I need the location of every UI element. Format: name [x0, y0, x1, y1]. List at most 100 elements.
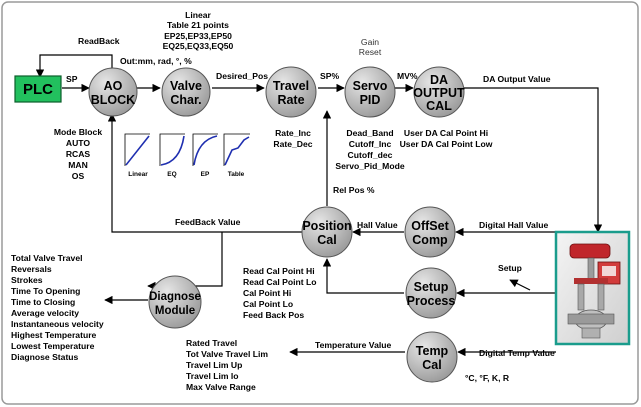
label-readback: ReadBack	[78, 36, 120, 46]
ao-block-line1: AO	[104, 79, 123, 93]
offset-comp-node: OffSet Comp	[404, 206, 456, 258]
setup-process-node: Setup Process	[405, 267, 457, 319]
label-da-cal-params: User DA Cal Point Hi User DA Cal Point L…	[400, 128, 493, 149]
curve-eq-icon: EQ	[159, 133, 185, 178]
da-line1: DA	[430, 73, 448, 87]
label-sp-pct: SP%	[320, 71, 339, 81]
svg-text:Reversals: Reversals	[11, 264, 52, 274]
svg-text:Mode Block: Mode Block	[54, 127, 102, 137]
svg-text:Linear: Linear	[185, 10, 211, 20]
label-feedback-value: FeedBack Value	[175, 217, 241, 227]
label-rated-params: Rated Travel Tot Valve Travel Lim Travel…	[186, 338, 268, 392]
svg-text:Rate_Dec: Rate_Dec	[273, 139, 312, 149]
svg-text:Strokes: Strokes	[11, 275, 43, 285]
svg-text:Diagnose Status: Diagnose Status	[11, 352, 79, 362]
valve-char-node: Valve Char.	[161, 67, 211, 117]
ao-block-node: AO BLOCK	[88, 67, 138, 117]
travel-rate-line2: Rate	[277, 93, 304, 107]
svg-text:Rate_Inc: Rate_Inc	[275, 128, 311, 138]
da-output-cal-node: DA OUTPUT CAL	[413, 66, 465, 118]
svg-text:Time to Closing: Time to Closing	[11, 297, 75, 307]
svg-text:Total Valve Travel: Total Valve Travel	[11, 253, 83, 263]
valve-char-line1: Valve	[170, 79, 202, 93]
label-sp: SP	[66, 74, 78, 84]
svg-text:Tot Valve Travel Lim: Tot Valve Travel Lim	[186, 349, 268, 359]
svg-text:Feed Back Pos: Feed Back Pos	[243, 310, 304, 320]
travel-rate-node: Travel Rate	[265, 66, 317, 118]
curve-table-icon: Table	[223, 133, 250, 178]
svg-text:Cutoff_dec: Cutoff_dec	[348, 150, 393, 160]
plc-node: PLC	[14, 75, 62, 103]
label-mv-pct: MV%	[397, 71, 418, 81]
curve-eq-label: EQ	[167, 171, 176, 178]
svg-text:AUTO: AUTO	[66, 138, 91, 148]
label-gain-reset: Gain Reset	[359, 37, 382, 57]
svg-text:Read Cal Point Lo: Read Cal Point Lo	[243, 277, 317, 287]
position-cal-node: Position Cal	[301, 206, 353, 258]
label-digital-hall-value: Digital Hall Value	[479, 220, 548, 230]
ao-block-line2: BLOCK	[91, 93, 135, 107]
setup-process-line1: Setup	[414, 280, 449, 294]
da-line3: CAL	[426, 99, 452, 113]
position-cal-line1: Position	[302, 219, 351, 233]
label-cal-points: Read Cal Point Hi Read Cal Point Lo Cal …	[243, 266, 317, 320]
travel-rate-line1: Travel	[273, 79, 309, 93]
svg-text:EQ25,EQ33,EQ50: EQ25,EQ33,EQ50	[163, 41, 234, 51]
label-digital-temp-value: Digital Temp Value	[479, 348, 555, 358]
valve-char-line2: Char.	[170, 93, 201, 107]
svg-text:Lowest Temperature: Lowest Temperature	[11, 341, 95, 351]
svg-text:OS: OS	[72, 171, 85, 181]
temp-cal-line2: Cal	[422, 358, 441, 372]
label-temperature-value: Temperature Value	[315, 340, 391, 350]
svg-text:Highest Temperature: Highest Temperature	[11, 330, 97, 340]
svg-text:RCAS: RCAS	[66, 149, 91, 159]
svg-text:MAN: MAN	[68, 160, 88, 170]
curve-ep-icon: EP	[192, 133, 218, 178]
temp-cal-line1: Temp	[416, 344, 449, 358]
svg-text:Table 21 points: Table 21 points	[167, 20, 229, 30]
label-linear-table: Linear Table 21 points EP25,EP33,EP50 EQ…	[163, 10, 234, 51]
temp-cal-node: Temp Cal	[406, 331, 458, 383]
svg-text:EP25,EP33,EP50: EP25,EP33,EP50	[164, 31, 232, 41]
label-da-output-value: DA Output Value	[483, 74, 551, 84]
curve-linear-icon: Linear	[124, 133, 150, 178]
svg-text:Cal Point Lo: Cal Point Lo	[243, 299, 293, 309]
svg-text:Max Valve Range: Max Valve Range	[186, 382, 256, 392]
curve-icons: Linear EQ EP Table	[124, 133, 250, 178]
label-servo-params: Dead_Band Cutoff_Inc Cutoff_dec Servo_Pi…	[335, 128, 404, 171]
servo-pid-line1: Servo	[353, 79, 388, 93]
label-rate-params: Rate_Inc Rate_Dec	[273, 128, 312, 149]
offset-comp-line2: Comp	[412, 233, 448, 247]
label-mode-block: Mode Block AUTO RCAS MAN OS	[54, 127, 102, 181]
edge-da-device	[464, 87, 603, 233]
setup-process-line2: Process	[407, 294, 456, 308]
label-temp-units: °C, °F, K, R	[465, 373, 510, 383]
svg-text:User DA Cal Point Low: User DA Cal Point Low	[400, 139, 493, 149]
svg-text:Travel Lim lo: Travel Lim lo	[186, 371, 239, 381]
svg-text:Gain: Gain	[361, 37, 379, 47]
svg-text:Cal Point Hi: Cal Point Hi	[243, 288, 291, 298]
edge-position-ao	[107, 113, 302, 233]
svg-text:Average velocity: Average velocity	[11, 308, 79, 318]
label-hall-value: Hall Value	[357, 220, 398, 230]
svg-text:Time To Opening: Time To Opening	[11, 286, 80, 296]
svg-text:User DA Cal Point Hi: User DA Cal Point Hi	[404, 128, 488, 138]
svg-text:Cutoff_Inc: Cutoff_Inc	[349, 139, 392, 149]
curve-ep-label: EP	[201, 171, 210, 178]
curve-table-label: Table	[228, 171, 245, 178]
svg-text:Servo_Pid_Mode: Servo_Pid_Mode	[335, 161, 404, 171]
servo-pid-line2: PID	[360, 93, 381, 107]
label-diag-outputs: Total Valve Travel Reversals Strokes Tim…	[11, 253, 104, 362]
position-cal-line2: Cal	[317, 233, 336, 247]
edge-setup-hint	[509, 279, 531, 291]
offset-comp-line1: OffSet	[411, 219, 449, 233]
svg-text:Instantaneous velocity: Instantaneous velocity	[11, 319, 104, 329]
edge-readback	[35, 54, 113, 80]
svg-text:Travel Lim Up: Travel Lim Up	[186, 360, 242, 370]
label-setup: Setup	[498, 263, 522, 273]
da-line2: OUTPUT	[413, 86, 465, 100]
diagnose-line2: Module	[155, 305, 195, 317]
edge-setup-position	[322, 258, 404, 294]
